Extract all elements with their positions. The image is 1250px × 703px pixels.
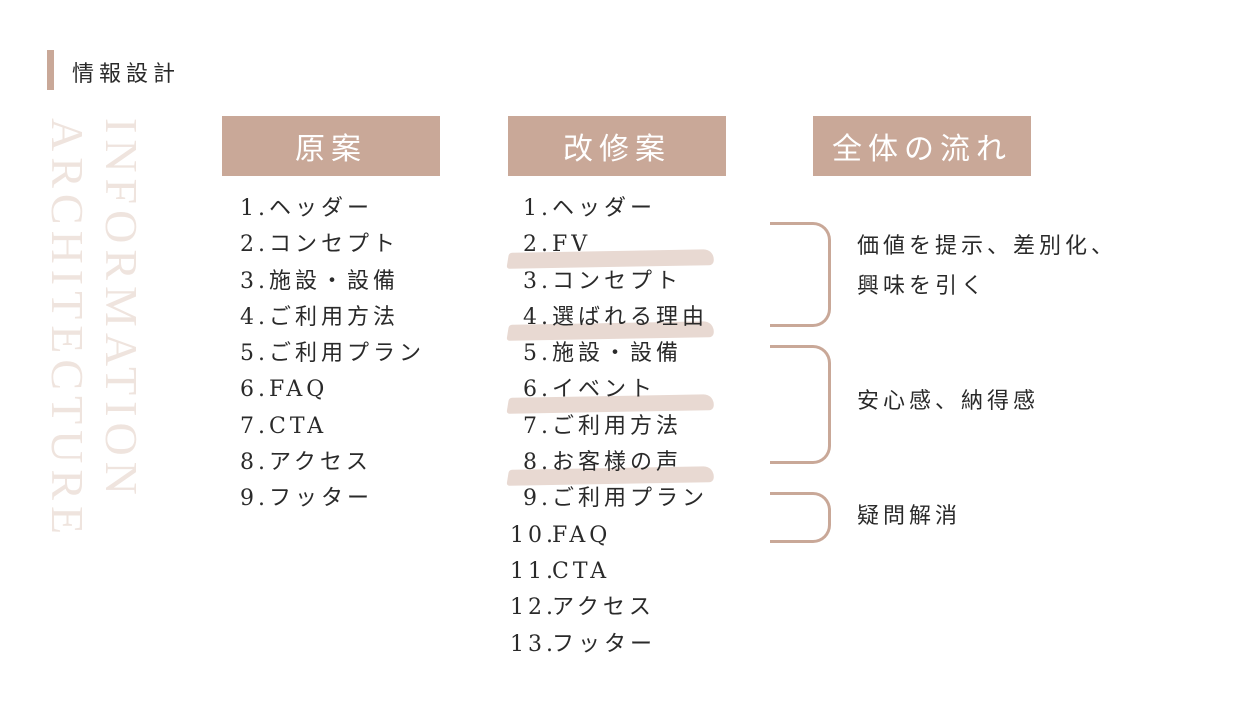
item-number: 11. <box>510 558 557 584</box>
item-label: フッター <box>269 486 374 512</box>
item-label: ヘッダー <box>269 196 374 221</box>
page-title: 情報設計 <box>72 62 181 87</box>
list-item-new: 2.FV <box>510 228 708 264</box>
item-label: 選ばれる理由 <box>552 304 709 330</box>
flow-value-line2: 興味を引く <box>857 274 988 299</box>
list-item: 5.施設・設備 <box>510 337 708 373</box>
item-number: 5. <box>523 341 552 367</box>
item-label: ご利用方法 <box>269 304 400 330</box>
item-label: 施設・設備 <box>269 268 400 294</box>
flow-trust: 安心感、納得感 <box>857 389 1040 414</box>
item-label: FV <box>552 232 592 258</box>
list-item: 8.アクセス <box>240 446 425 482</box>
title-accent-bar <box>47 50 54 90</box>
flow-value-line1: 価値を提示、差別化、 <box>857 234 1118 259</box>
item-number: 3. <box>523 268 552 294</box>
item-number: 13. <box>510 631 557 657</box>
watermark-architecture: ARCHITECTURE <box>42 118 93 541</box>
item-label: FAQ <box>269 377 329 403</box>
list-item: 1.ヘッダー <box>240 192 425 228</box>
list-item: 13.フッター <box>510 628 708 664</box>
item-label: ご利用方法 <box>552 413 683 439</box>
item-number: 5. <box>240 341 269 367</box>
list-item: 11.CTA <box>510 555 708 591</box>
list-item: 4.ご利用方法 <box>240 301 425 337</box>
bracket-value <box>770 222 831 327</box>
item-label: フッター <box>552 631 657 657</box>
item-number: 4. <box>240 304 269 330</box>
flow-questions: 疑問解消 <box>857 504 962 529</box>
item-number: 7. <box>523 413 552 439</box>
list-item: 3.コンセプト <box>510 265 708 301</box>
item-label: ご利用プラン <box>269 341 426 367</box>
item-number: 3. <box>240 268 269 294</box>
list-item: 3.施設・設備 <box>240 265 425 301</box>
item-number: 6. <box>240 377 269 403</box>
item-label: ご利用プラン <box>552 486 709 512</box>
header-flow: 全体の流れ <box>813 116 1031 176</box>
list-item: 12.アクセス <box>510 591 708 627</box>
item-number: 7. <box>240 413 269 439</box>
header-revised: 改修案 <box>508 116 726 176</box>
flow-value: 価値を提示、差別化、 興味を引く <box>857 227 1117 307</box>
item-label: 施設・設備 <box>552 341 683 367</box>
item-label: イベント <box>552 377 657 403</box>
list-item-new: 4.選ばれる理由 <box>510 301 708 337</box>
item-number: 9. <box>240 486 269 512</box>
item-label: CTA <box>552 558 611 584</box>
item-label: ヘッダー <box>552 196 657 221</box>
watermark-information: INFORMATION <box>96 118 147 501</box>
list-item: 9.フッター <box>240 482 425 518</box>
list-item: 7.ご利用方法 <box>510 410 708 446</box>
item-number: 4. <box>523 304 552 330</box>
list-item-new: 6.イベント <box>510 373 708 409</box>
bracket-questions <box>770 492 831 543</box>
item-label: コンセプト <box>269 232 400 258</box>
item-number: 6. <box>523 377 552 403</box>
item-number: 2. <box>240 232 269 258</box>
item-number: 2. <box>523 232 552 258</box>
list-item: 7.CTA <box>240 410 425 446</box>
item-number: 8. <box>523 450 552 476</box>
item-label: コンセプト <box>552 268 683 294</box>
list-item: 2.コンセプト <box>240 228 425 264</box>
list-item: 5.ご利用プラン <box>240 337 425 373</box>
item-label: FAQ <box>552 522 612 548</box>
list-item: 10.FAQ <box>510 519 708 555</box>
item-number: 8. <box>240 450 269 476</box>
item-label: CTA <box>269 413 328 439</box>
item-number: 12. <box>510 595 557 621</box>
list-item: 1.ヘッダー <box>510 192 708 228</box>
header-original: 原案 <box>222 116 440 176</box>
item-number: 1. <box>523 196 552 221</box>
item-number: 10. <box>510 522 557 548</box>
list-item: 6.FAQ <box>240 373 425 409</box>
item-label: お客様の声 <box>552 450 683 476</box>
bracket-trust <box>770 345 831 464</box>
item-label: アクセス <box>269 450 372 476</box>
item-label: アクセス <box>552 595 655 621</box>
list-item-new: 8.お客様の声 <box>510 446 708 482</box>
list-item: 9.ご利用プラン <box>510 482 708 518</box>
item-number: 9. <box>523 486 552 512</box>
item-number: 1. <box>240 196 269 221</box>
